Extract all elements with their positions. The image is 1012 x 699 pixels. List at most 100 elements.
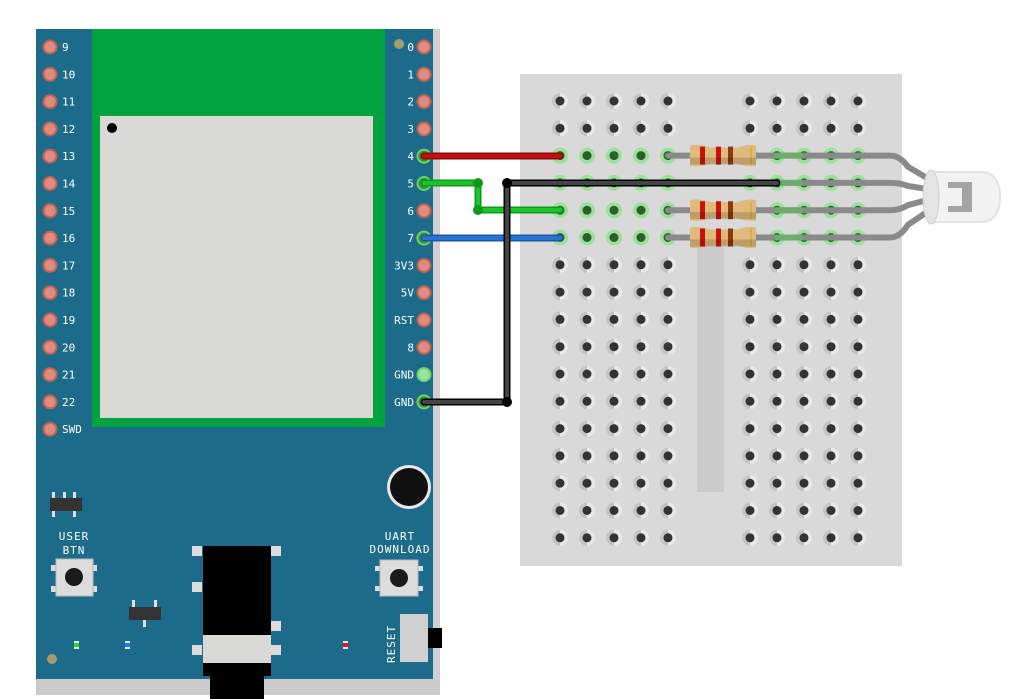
breadboard-hole[interactable]	[769, 529, 785, 546]
breadboard-hole[interactable]	[769, 447, 785, 464]
breadboard-hole[interactable]	[769, 475, 785, 492]
breadboard-hole[interactable]	[633, 502, 649, 519]
breadboard-hole[interactable]	[742, 502, 758, 519]
right-pin[interactable]: 5V	[401, 285, 432, 301]
breadboard-hole[interactable]	[552, 338, 568, 355]
breadboard-hole[interactable]	[742, 475, 758, 492]
breadboard-hole[interactable]	[823, 393, 839, 410]
breadboard-hole[interactable]	[579, 284, 595, 301]
breadboard-hole[interactable]	[850, 475, 866, 492]
breadboard-hole[interactable]	[606, 229, 622, 246]
breadboard-hole[interactable]	[850, 284, 866, 301]
breadboard-hole[interactable]	[633, 311, 649, 328]
left-pin[interactable]: 17	[42, 257, 76, 273]
breadboard-hole[interactable]	[579, 529, 595, 546]
breadboard-hole[interactable]	[633, 229, 649, 246]
breadboard-hole[interactable]	[606, 284, 622, 301]
breadboard-hole[interactable]	[742, 284, 758, 301]
breadboard-hole[interactable]	[850, 338, 866, 355]
breadboard-hole[interactable]	[633, 447, 649, 464]
left-pin[interactable]: 11	[42, 94, 76, 110]
breadboard-hole[interactable]	[579, 393, 595, 410]
left-pin[interactable]: 18	[42, 285, 76, 301]
breadboard-hole[interactable]	[742, 338, 758, 355]
breadboard-hole[interactable]	[769, 502, 785, 519]
breadboard-hole[interactable]	[606, 475, 622, 492]
breadboard-hole[interactable]	[796, 256, 812, 273]
breadboard-hole[interactable]	[823, 475, 839, 492]
breadboard-hole[interactable]	[633, 366, 649, 382]
breadboard-hole[interactable]	[606, 93, 622, 109]
breadboard-hole[interactable]	[579, 229, 595, 246]
left-pin[interactable]: 14	[42, 176, 76, 191]
breadboard-hole[interactable]	[823, 420, 839, 437]
breadboard-hole[interactable]	[606, 366, 622, 382]
breadboard-hole[interactable]	[552, 93, 568, 109]
breadboard-hole[interactable]	[579, 338, 595, 355]
breadboard-hole[interactable]	[823, 311, 839, 328]
breadboard-hole[interactable]	[660, 393, 676, 410]
right-pin[interactable]: 8	[407, 339, 432, 355]
left-pin[interactable]: 15	[42, 203, 76, 219]
right-pin[interactable]: 2	[407, 94, 432, 110]
breadboard-hole[interactable]	[660, 256, 676, 273]
breadboard-hole[interactable]	[850, 529, 866, 546]
breadboard-hole[interactable]	[769, 420, 785, 437]
breadboard-hole[interactable]	[823, 366, 839, 382]
breadboard-hole[interactable]	[552, 420, 568, 437]
breadboard-hole[interactable]	[823, 256, 839, 273]
left-pin[interactable]: 21	[42, 367, 76, 383]
breadboard-hole[interactable]	[633, 338, 649, 355]
breadboard-hole[interactable]	[579, 420, 595, 437]
breadboard-hole[interactable]	[796, 393, 812, 410]
breadboard-hole[interactable]	[769, 284, 785, 301]
resistor[interactable]	[665, 199, 780, 221]
breadboard-hole[interactable]	[633, 393, 649, 410]
breadboard-hole[interactable]	[742, 529, 758, 546]
breadboard-hole[interactable]	[552, 447, 568, 464]
breadboard-hole[interactable]	[579, 447, 595, 464]
right-pin[interactable]: 1	[407, 66, 432, 82]
green-wire[interactable]	[420, 178, 564, 215]
breadboard-hole[interactable]	[769, 93, 785, 109]
left-pin[interactable]: 12	[42, 121, 76, 137]
breadboard-hole[interactable]	[850, 420, 866, 437]
breadboard-hole[interactable]	[823, 338, 839, 355]
left-pin[interactable]: 16	[42, 230, 76, 246]
left-pin[interactable]: 9	[42, 39, 69, 55]
breadboard-hole[interactable]	[769, 256, 785, 273]
breadboard-hole[interactable]	[552, 311, 568, 328]
breadboard-hole[interactable]	[606, 393, 622, 410]
breadboard-hole[interactable]	[850, 393, 866, 410]
reset-switch[interactable]	[400, 614, 442, 662]
breadboard-hole[interactable]	[606, 338, 622, 355]
breadboard-hole[interactable]	[769, 311, 785, 328]
breadboard-hole[interactable]	[823, 447, 839, 464]
breadboard-hole[interactable]	[742, 420, 758, 437]
breadboard-hole[interactable]	[579, 120, 595, 137]
breadboard-hole[interactable]	[552, 256, 568, 273]
left-pin[interactable]: 20	[42, 339, 76, 355]
breadboard-hole[interactable]	[633, 120, 649, 137]
breadboard-hole[interactable]	[823, 284, 839, 301]
breadboard-hole[interactable]	[742, 120, 758, 137]
breadboard-hole[interactable]	[660, 502, 676, 519]
breadboard-hole[interactable]	[742, 366, 758, 382]
breadboard-hole[interactable]	[796, 284, 812, 301]
breadboard-hole[interactable]	[660, 420, 676, 437]
breadboard-hole[interactable]	[633, 147, 649, 164]
breadboard-hole[interactable]	[850, 93, 866, 109]
breadboard-hole[interactable]	[660, 529, 676, 546]
breadboard-hole[interactable]	[850, 120, 866, 137]
left-pin[interactable]: SWD	[42, 421, 82, 437]
breadboard-hole[interactable]	[796, 311, 812, 328]
breadboard-hole[interactable]	[823, 120, 839, 137]
breadboard-hole[interactable]	[796, 502, 812, 519]
breadboard-hole[interactable]	[742, 393, 758, 410]
breadboard-hole[interactable]	[633, 475, 649, 492]
breadboard-hole[interactable]	[769, 338, 785, 355]
breadboard-hole[interactable]	[660, 475, 676, 492]
breadboard-hole[interactable]	[552, 120, 568, 137]
rgb-led[interactable]	[774, 152, 1002, 241]
breadboard-hole[interactable]	[660, 284, 676, 301]
